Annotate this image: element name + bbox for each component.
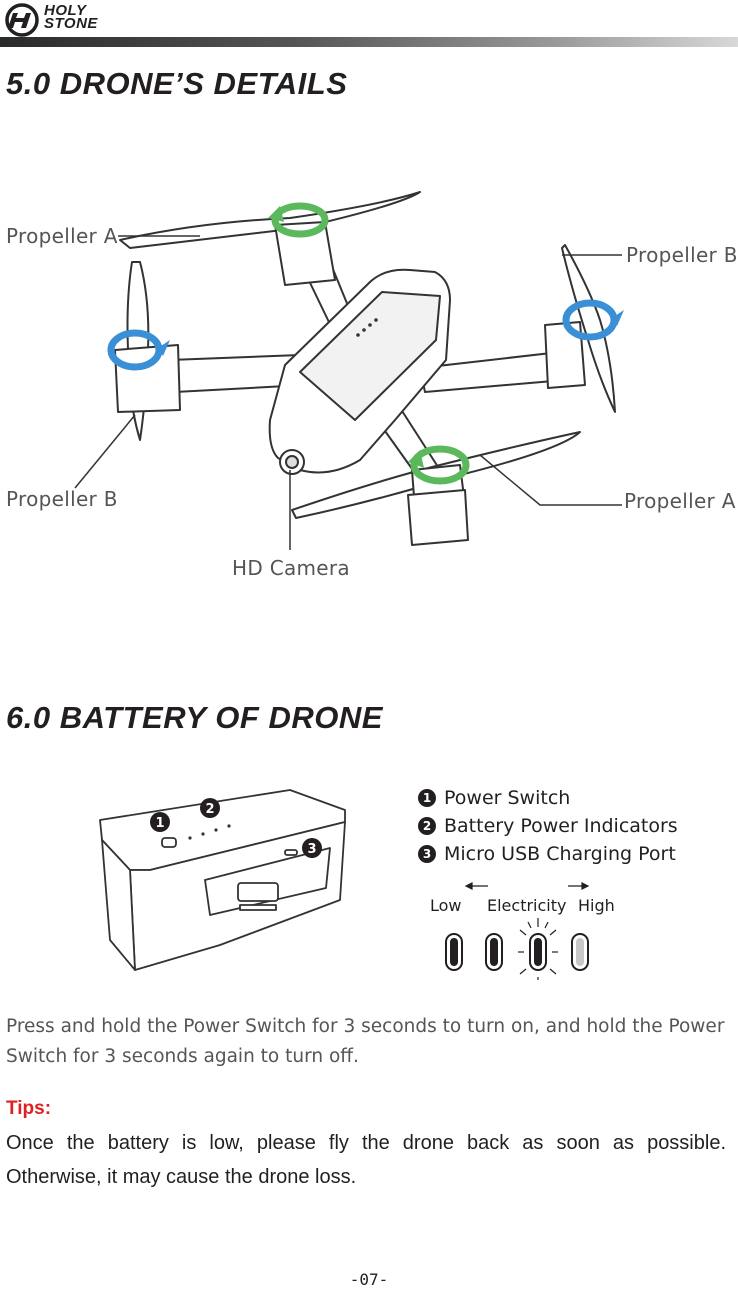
legend-number: 1 bbox=[418, 789, 436, 807]
battery-illustration: 1 2 3 bbox=[99, 789, 346, 971]
level-label-high: High bbox=[578, 896, 615, 915]
callout-2-badge bbox=[200, 798, 220, 818]
rotation-arrow-green-bottom-icon bbox=[408, 445, 470, 485]
section-title-drone-details: 5.0 DRONE’S DETAILS bbox=[6, 66, 348, 101]
led-indicator-2 bbox=[485, 933, 503, 971]
legend-item-usb-port: 3 Micro USB Charging Port bbox=[418, 840, 678, 868]
label-propeller-b-bottom: Propeller B bbox=[6, 487, 118, 511]
legend-label: Battery Power Indicators bbox=[444, 815, 678, 837]
level-label-electricity: Electricity bbox=[487, 896, 567, 915]
drone-illustration bbox=[74, 191, 624, 550]
brand-wordmark: HOLY STONE bbox=[44, 2, 98, 32]
callout-3-number: 3 bbox=[307, 842, 316, 857]
power-level-diagram bbox=[445, 882, 590, 980]
callout-2-number: 2 bbox=[205, 802, 214, 817]
legend-item-power-switch: 1 Power Switch bbox=[418, 784, 678, 812]
section-title-battery: 6.0 BATTERY OF DRONE bbox=[6, 700, 383, 735]
legend-item-power-indicators: 2 Battery Power Indicators bbox=[418, 812, 678, 840]
battery-legend: 1 Power Switch 2 Battery Power Indicator… bbox=[418, 784, 678, 868]
label-propeller-b-top: Propeller B bbox=[626, 243, 738, 267]
rotation-arrow-blue-right-icon bbox=[562, 299, 624, 341]
legend-number: 3 bbox=[418, 845, 436, 863]
tips-heading: Tips: bbox=[6, 1098, 52, 1119]
callout-3-badge bbox=[302, 838, 322, 858]
led-indicator-4-off bbox=[571, 933, 589, 971]
level-label-low: Low bbox=[430, 896, 462, 915]
tips-body: Once the battery is low, please fly the … bbox=[6, 1132, 726, 1188]
holy-stone-logo-icon bbox=[5, 3, 39, 37]
callout-1-number: 1 bbox=[155, 816, 164, 831]
rotation-arrow-blue-left-icon bbox=[107, 329, 170, 371]
label-propeller-a-top: Propeller A bbox=[6, 224, 118, 248]
page-header: HOLY STONE bbox=[0, 0, 738, 47]
led-indicator-3-blinking bbox=[518, 918, 558, 980]
legend-label: Power Switch bbox=[444, 787, 571, 809]
legend-label: Micro USB Charging Port bbox=[444, 843, 676, 865]
legend-number: 2 bbox=[418, 817, 436, 835]
label-propeller-a-bottom: Propeller A bbox=[624, 489, 736, 513]
label-hd-camera: HD Camera bbox=[232, 556, 350, 580]
rotation-arrow-green-top-icon bbox=[268, 202, 329, 238]
battery-callouts: 1 2 3 bbox=[150, 798, 322, 858]
power-switch-instruction: Press and hold the Power Switch for 3 se… bbox=[6, 1016, 725, 1067]
page-number: -07- bbox=[349, 1270, 389, 1289]
led-indicator-1 bbox=[445, 933, 463, 971]
header-gradient-bar bbox=[0, 37, 738, 47]
callout-1-badge bbox=[150, 812, 170, 832]
